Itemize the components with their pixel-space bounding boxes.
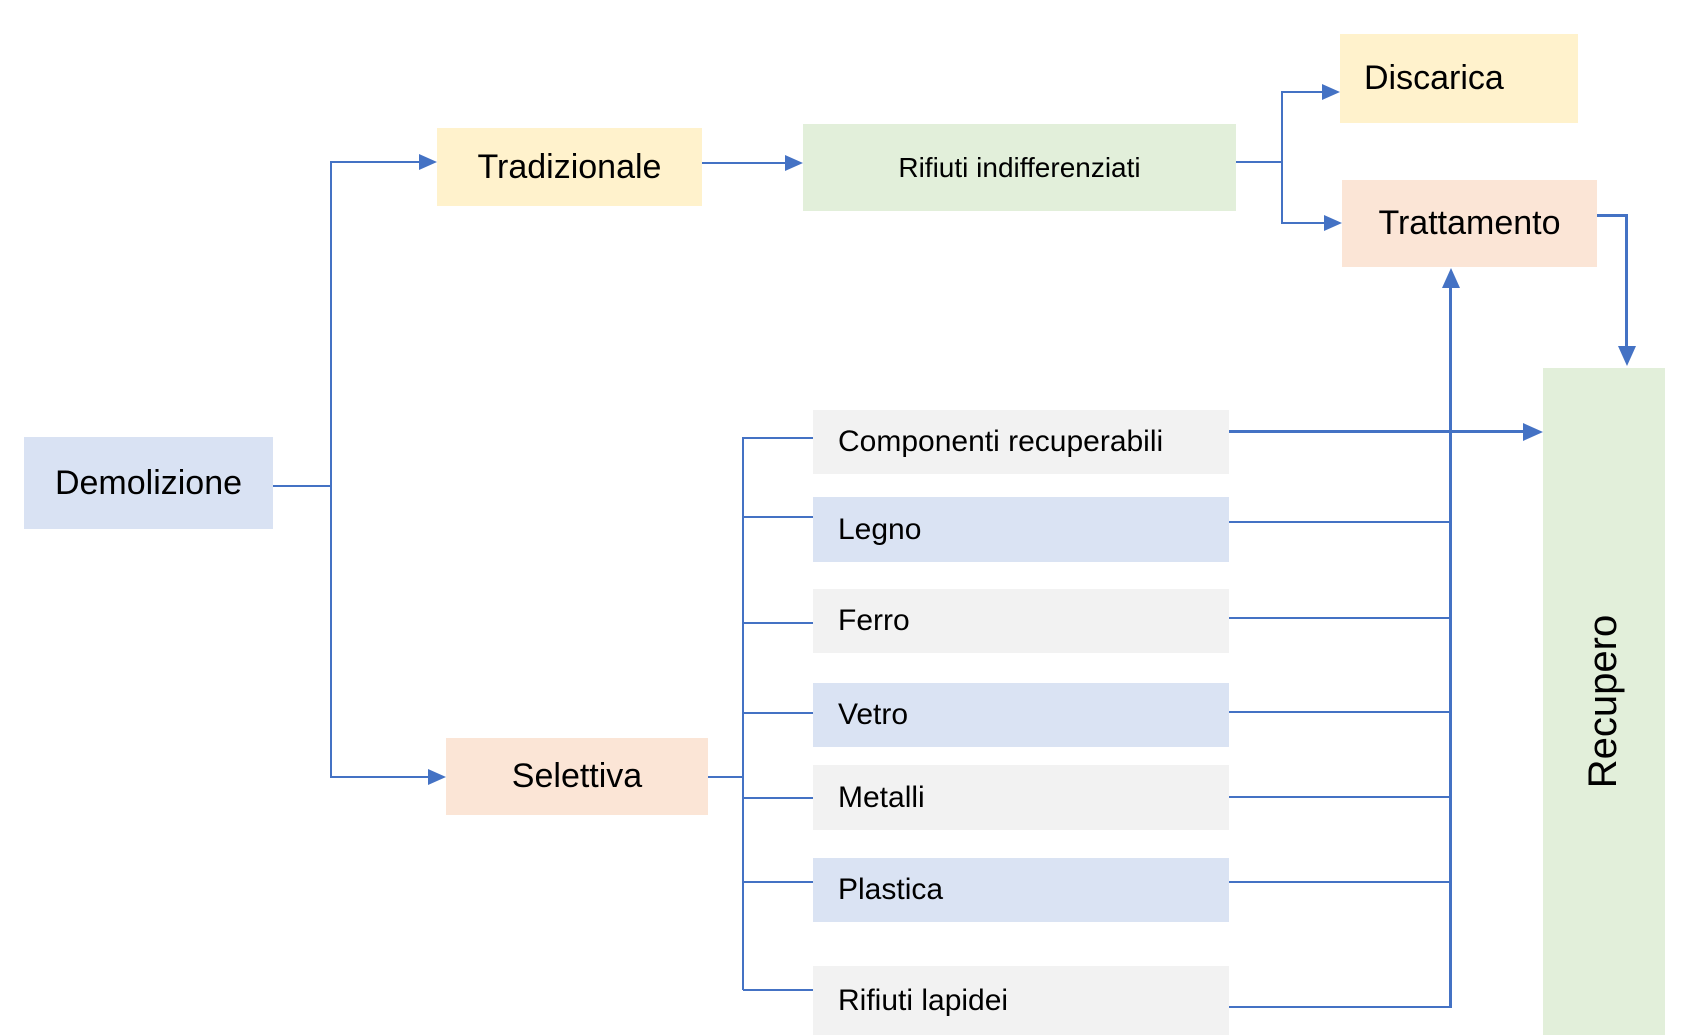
node-ferro: Ferro <box>813 589 1229 653</box>
arrowhead-to-selettiva-icon <box>428 769 446 785</box>
edge-demolizione-split-line <box>330 161 332 778</box>
edge-trattamento-recupero-v-line <box>1625 214 1628 350</box>
node-tradizionale: Tradizionale <box>437 128 702 206</box>
node-discarica: Discarica <box>1340 34 1578 123</box>
node-rifiuti-lapidei: Rifiuti lapidei <box>813 966 1229 1035</box>
edge-demolizione-selettiva-line <box>331 776 428 778</box>
node-demolizione: Demolizione <box>24 437 273 529</box>
arrowhead-to-tradizionale-icon <box>419 154 437 170</box>
node-vetro: Vetro <box>813 683 1229 747</box>
edge-vetro-collector-line <box>1229 711 1451 713</box>
edge-metalli-collector-line <box>1229 796 1451 798</box>
node-trattamento: Trattamento <box>1342 180 1597 267</box>
node-metalli: Metalli <box>813 765 1229 830</box>
edge-bracket-ferro-line <box>743 622 813 624</box>
edge-plastica-collector-line <box>1229 881 1451 883</box>
arrowhead-into-trattamento-bottom-icon <box>1442 268 1460 288</box>
node-selettiva: Selettiva <box>446 738 708 815</box>
edge-collector-line <box>1449 284 1452 1008</box>
edge-rifiuti-discarica-line <box>1282 91 1324 93</box>
edge-selettiva-stub-line <box>708 776 743 778</box>
edge-bracket-vetro-line <box>743 712 813 714</box>
node-plastica: Plastica <box>813 858 1229 922</box>
edge-rifiuti-stub-line <box>1236 161 1283 163</box>
edge-legno-collector-line <box>1229 521 1451 523</box>
edge-riflap-collector-line <box>1224 1006 1452 1008</box>
node-legno: Legno <box>813 497 1229 562</box>
node-recupero-label: Recupero <box>1581 614 1626 789</box>
edge-demolizione-tradizionale-line <box>331 161 419 163</box>
edge-bracket-riflap-line <box>743 989 813 991</box>
edge-trattamento-recupero-h-line <box>1597 214 1628 217</box>
edge-rifiuti-trattamento-line <box>1282 222 1326 224</box>
edge-componenti-recupero-line <box>1228 430 1525 433</box>
edge-demolizione-stub-line <box>273 485 332 487</box>
edge-tradizionale-rifiuti-line <box>702 162 786 164</box>
edge-bracket-componenti-line <box>743 437 813 439</box>
arrowhead-into-recupero-left-icon <box>1523 423 1543 441</box>
arrowhead-to-rifiuti-icon <box>785 155 803 171</box>
edge-bracket-plastica-line <box>743 881 813 883</box>
node-componenti-recuperabili: Componenti recuperabili <box>813 410 1229 474</box>
arrowhead-into-recupero-top-icon <box>1618 346 1636 366</box>
arrowhead-to-trattamento-icon <box>1324 215 1342 231</box>
node-rifiuti-indifferenziati: Rifiuti indifferenziati <box>803 124 1236 211</box>
edge-bracket-legno-line <box>743 516 813 518</box>
arrowhead-to-discarica-icon <box>1322 84 1340 100</box>
node-recupero: Recupero <box>1543 368 1665 1035</box>
edge-selettiva-bracket-line <box>742 437 744 990</box>
edge-rifiuti-split-line <box>1281 91 1283 224</box>
edge-bracket-metalli-line <box>743 797 813 799</box>
edge-ferro-collector-line <box>1229 617 1451 619</box>
